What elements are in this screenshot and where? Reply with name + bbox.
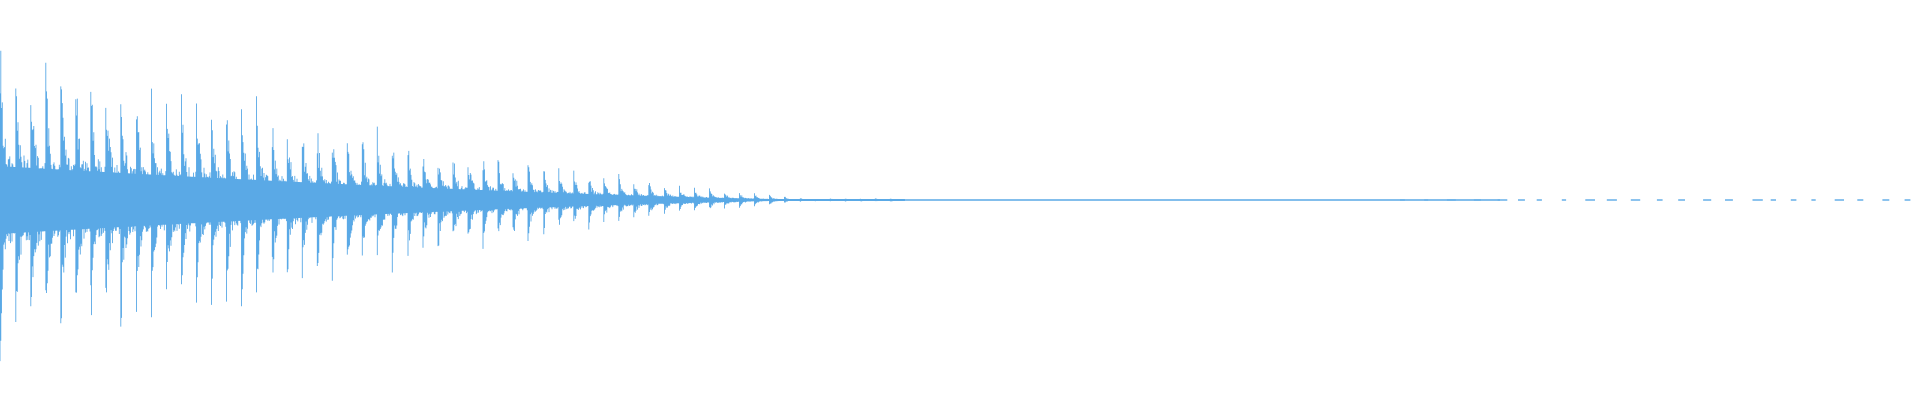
waveform-decay-region (0, 50, 905, 362)
